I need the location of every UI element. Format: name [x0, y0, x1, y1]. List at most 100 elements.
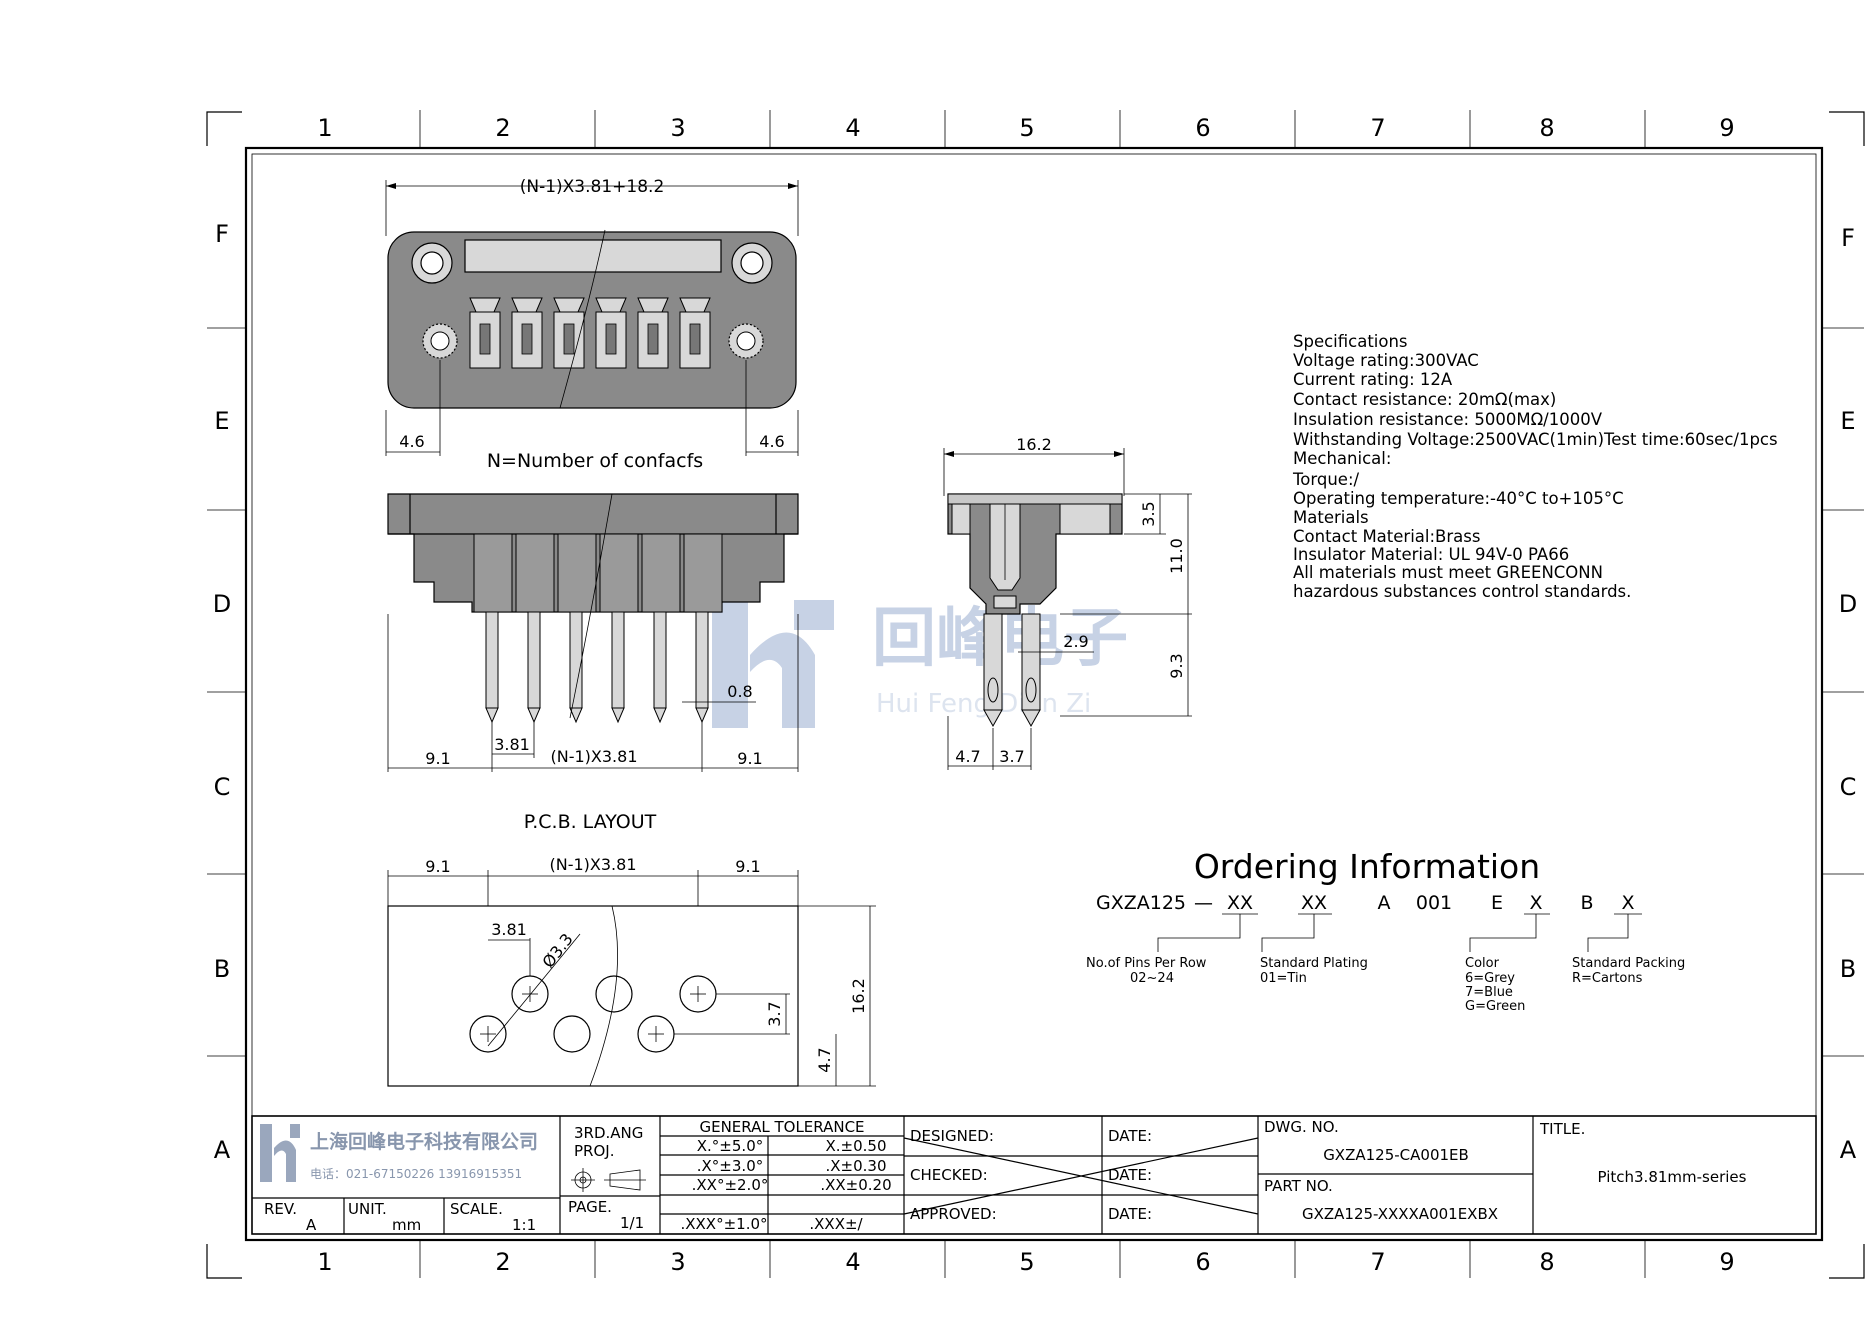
rev-value: A: [306, 1216, 317, 1234]
front-label-window: [464, 239, 722, 273]
row-label-B: B: [214, 955, 230, 983]
pin-view: 9.1 3.81 (N-1)X3.81 9.1 0.8: [387, 493, 799, 772]
side-body-dim: 11.0: [1167, 538, 1186, 574]
col-label-3: 3: [670, 114, 685, 142]
side-pin-right: [1021, 613, 1041, 711]
row-label-E-right: E: [1840, 407, 1855, 435]
row-label-C-right: C: [1840, 773, 1857, 801]
col-label-3-bottom: 3: [670, 1248, 685, 1276]
ordering-packing-title: Standard Packing: [1572, 956, 1685, 971]
pin-thickness-dim: 0.8: [727, 682, 752, 701]
inner-border: [244, 146, 1824, 1242]
row-label-E: E: [214, 407, 229, 435]
row-label-D: D: [213, 590, 231, 618]
scale-label: SCALE.: [450, 1200, 503, 1218]
watermark: 回峰电子 Hui Feng Dian Zi: [712, 600, 1128, 728]
pcb-span-dim: (N-1)X3.81: [550, 855, 637, 874]
row-labels: F E D C B A F E D C B A: [213, 220, 1857, 1164]
side-left-dim: 4.7: [955, 747, 980, 766]
pcb-height-dim: 16.2: [849, 978, 868, 1014]
col-label-8-bottom: 8: [1539, 1248, 1554, 1276]
ordering-series: 001: [1416, 892, 1452, 914]
ordering-color-title: Color: [1465, 956, 1500, 971]
designed-label: DESIGNED:: [910, 1127, 994, 1145]
approved-label: APPROVED:: [910, 1205, 997, 1223]
tol-linear-1: .X±0.30: [825, 1157, 886, 1175]
col-label-4-bottom: 4: [845, 1248, 860, 1276]
designed-date-label: DATE:: [1108, 1127, 1152, 1145]
pcb-title: P.C.B. LAYOUT: [524, 811, 657, 833]
col-label-4: 4: [845, 114, 860, 142]
approved-date-label: DATE:: [1108, 1205, 1152, 1223]
spec-line-12: All materials must meet GREENCONN: [1293, 563, 1603, 582]
side-width-dim: 16.2: [1016, 435, 1052, 454]
ordering-dash: —: [1194, 892, 1213, 914]
col-label-9-bottom: 9: [1719, 1248, 1734, 1276]
pcb-pitch-dim: 3.81: [491, 920, 527, 939]
ordering-color-blue: 7=Blue: [1465, 985, 1513, 1000]
projection-symbol: [571, 1168, 646, 1192]
side-pitch-dim: 3.7: [999, 747, 1024, 766]
company-logo: [260, 1124, 300, 1182]
col-label-5: 5: [1019, 114, 1034, 142]
column-labels: 1 2 3 4 5 6 7 8 9 1 2 3 4 5 6 7 8 9: [317, 114, 1734, 1276]
title-label: TITLE.: [1539, 1120, 1585, 1138]
pcb-left-dim: 9.1: [425, 857, 450, 876]
ordering-e: E: [1491, 892, 1503, 914]
side-pin-len-dim: 9.3: [1167, 653, 1186, 678]
ordering-plating-value: 01=Tin: [1260, 971, 1307, 986]
frame-corners: [206, 111, 1865, 1279]
ordering-title: Ordering Information: [1194, 847, 1540, 886]
pcb-right-dim: 9.1: [735, 857, 760, 876]
page-value: 1/1: [620, 1214, 644, 1232]
side-top-dim: 3.5: [1139, 501, 1158, 526]
front-terminals: [469, 297, 711, 369]
spec-line-2: Current rating: 12A: [1293, 370, 1453, 389]
col-label-9: 9: [1719, 114, 1734, 142]
spec-line-0: Specifications: [1293, 332, 1408, 351]
col-label-5-bottom: 5: [1019, 1248, 1034, 1276]
part-no-label: PART NO.: [1264, 1177, 1333, 1195]
spec-line-11: Insulator Material: UL 94V-0 PA66: [1293, 545, 1569, 564]
part-no: GXZA125-XXXXA001EXBX: [1302, 1205, 1498, 1223]
ordering-a: A: [1378, 892, 1391, 914]
watermark-logo-shape: [750, 632, 815, 728]
tol-linear-0: X.±0.50: [825, 1137, 886, 1155]
company-phone: 电话：021-67150226 13916915351: [310, 1167, 522, 1181]
side-view: 16.2 3.5 11.0 9.3 2.9 4.7 3.7: [943, 435, 1192, 770]
col-label-2-bottom: 2: [495, 1248, 510, 1276]
ordering-packing: X: [1621, 892, 1634, 914]
pin-span-dim: (N-1)X3.81: [551, 747, 638, 766]
tol-angle-0: X.°±5.0°: [697, 1137, 763, 1155]
ordering-information: Ordering Information GXZA125 — XX XX A 0…: [1086, 847, 1685, 1014]
col-label-8: 8: [1539, 114, 1554, 142]
ordering-pins-value: 02~24: [1130, 971, 1174, 986]
scale-value: 1:1: [512, 1216, 536, 1234]
spec-line-10: Contact Material:Brass: [1293, 527, 1480, 546]
projection-line-1: 3RD.ANG: [574, 1124, 643, 1142]
row-label-C: C: [214, 773, 231, 801]
dwg-no: GXZA125-CA001EB: [1323, 1146, 1469, 1164]
projection-line-2: PROJ.: [574, 1142, 614, 1160]
tol-linear-3: .XXX±/: [809, 1215, 863, 1233]
title-value: Pitch3.81mm-series: [1598, 1168, 1747, 1186]
front-left-dim: 4.6: [399, 432, 424, 451]
watermark-logo-bar-1: [712, 600, 748, 728]
dwg-no-label: DWG. NO.: [1264, 1118, 1339, 1136]
ordering-plating-title: Standard Plating: [1260, 956, 1368, 971]
row-label-A: A: [214, 1136, 231, 1164]
page-label: PAGE.: [568, 1198, 612, 1216]
row-label-B-right: B: [1840, 955, 1856, 983]
ordering-color-grey: 6=Grey: [1465, 971, 1515, 986]
watermark-logo-bar-2: [794, 600, 834, 630]
checked-label: CHECKED:: [910, 1166, 988, 1184]
ordering-pins: XX: [1227, 892, 1253, 914]
unit-label: UNIT.: [348, 1200, 387, 1218]
pcb-row-gap-dim: 3.7: [765, 1001, 784, 1026]
ordering-prefix: GXZA125: [1096, 892, 1186, 914]
tol-angle-1: .X°±3.0°: [697, 1157, 763, 1175]
col-label-1-bottom: 1: [317, 1248, 332, 1276]
side-pin-gap-dim: 2.9: [1063, 632, 1088, 651]
spec-line-13: hazardous substances control standards.: [1293, 582, 1631, 601]
